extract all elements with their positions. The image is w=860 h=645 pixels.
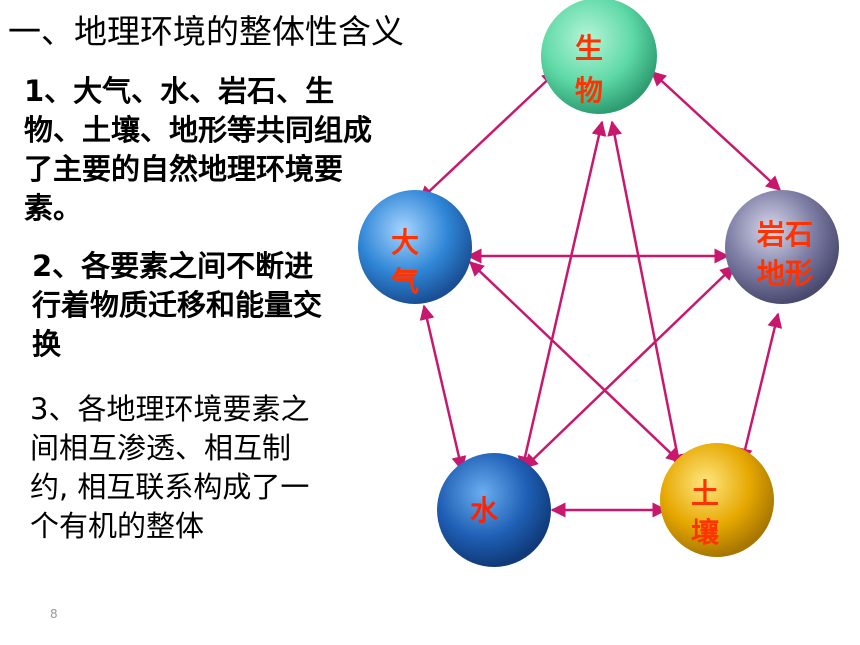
page-number: 8: [50, 607, 58, 621]
point-3-text: 3、各地理环境要素之间相互渗透、相互制约, 相互联系构成了一个有机的整体: [30, 392, 310, 543]
node-bio-label-2: 物: [575, 74, 603, 107]
node-air-label-2: 气: [390, 265, 419, 298]
node-bio: 生 物: [541, 0, 657, 114]
slide-title: 一、地理环境的整体性含义: [8, 12, 404, 51]
arrow-bio-air: [418, 70, 558, 202]
node-air-label-1: 大: [391, 226, 419, 259]
arrow-air-soil: [468, 260, 682, 464]
node-soil-label-1: 土: [691, 477, 719, 510]
node-rock-label-2: 地形: [757, 257, 813, 290]
arrow-air-water: [419, 304, 467, 472]
arrow-bio-soil: [607, 120, 685, 470]
node-soil-label-2: 壤: [691, 516, 720, 549]
arrow-bio-rock: [650, 70, 782, 192]
node-water-label: 水: [470, 494, 499, 527]
point-2-text: 2、各要素之间不断进行着物质迁移和能量交换: [32, 249, 323, 361]
node-rock: 岩石 地形: [725, 190, 839, 304]
node-bio-label-1: 生: [575, 32, 603, 65]
node-air: 大 气: [358, 190, 472, 304]
node-rock-label-1: 岩石: [756, 218, 813, 251]
arrow-rock-water: [522, 264, 736, 470]
node-water: 水: [437, 453, 551, 567]
arrow-bio-water: [517, 120, 607, 472]
node-soil: 土 壤: [660, 443, 774, 557]
point-1-text: 1、大气、水、岩石、生物、土壤、地形等共同组成了主要的自然地理环境要素。: [24, 74, 373, 225]
arrow-rock-soil: [737, 312, 783, 464]
connection-arrows: [418, 70, 783, 518]
